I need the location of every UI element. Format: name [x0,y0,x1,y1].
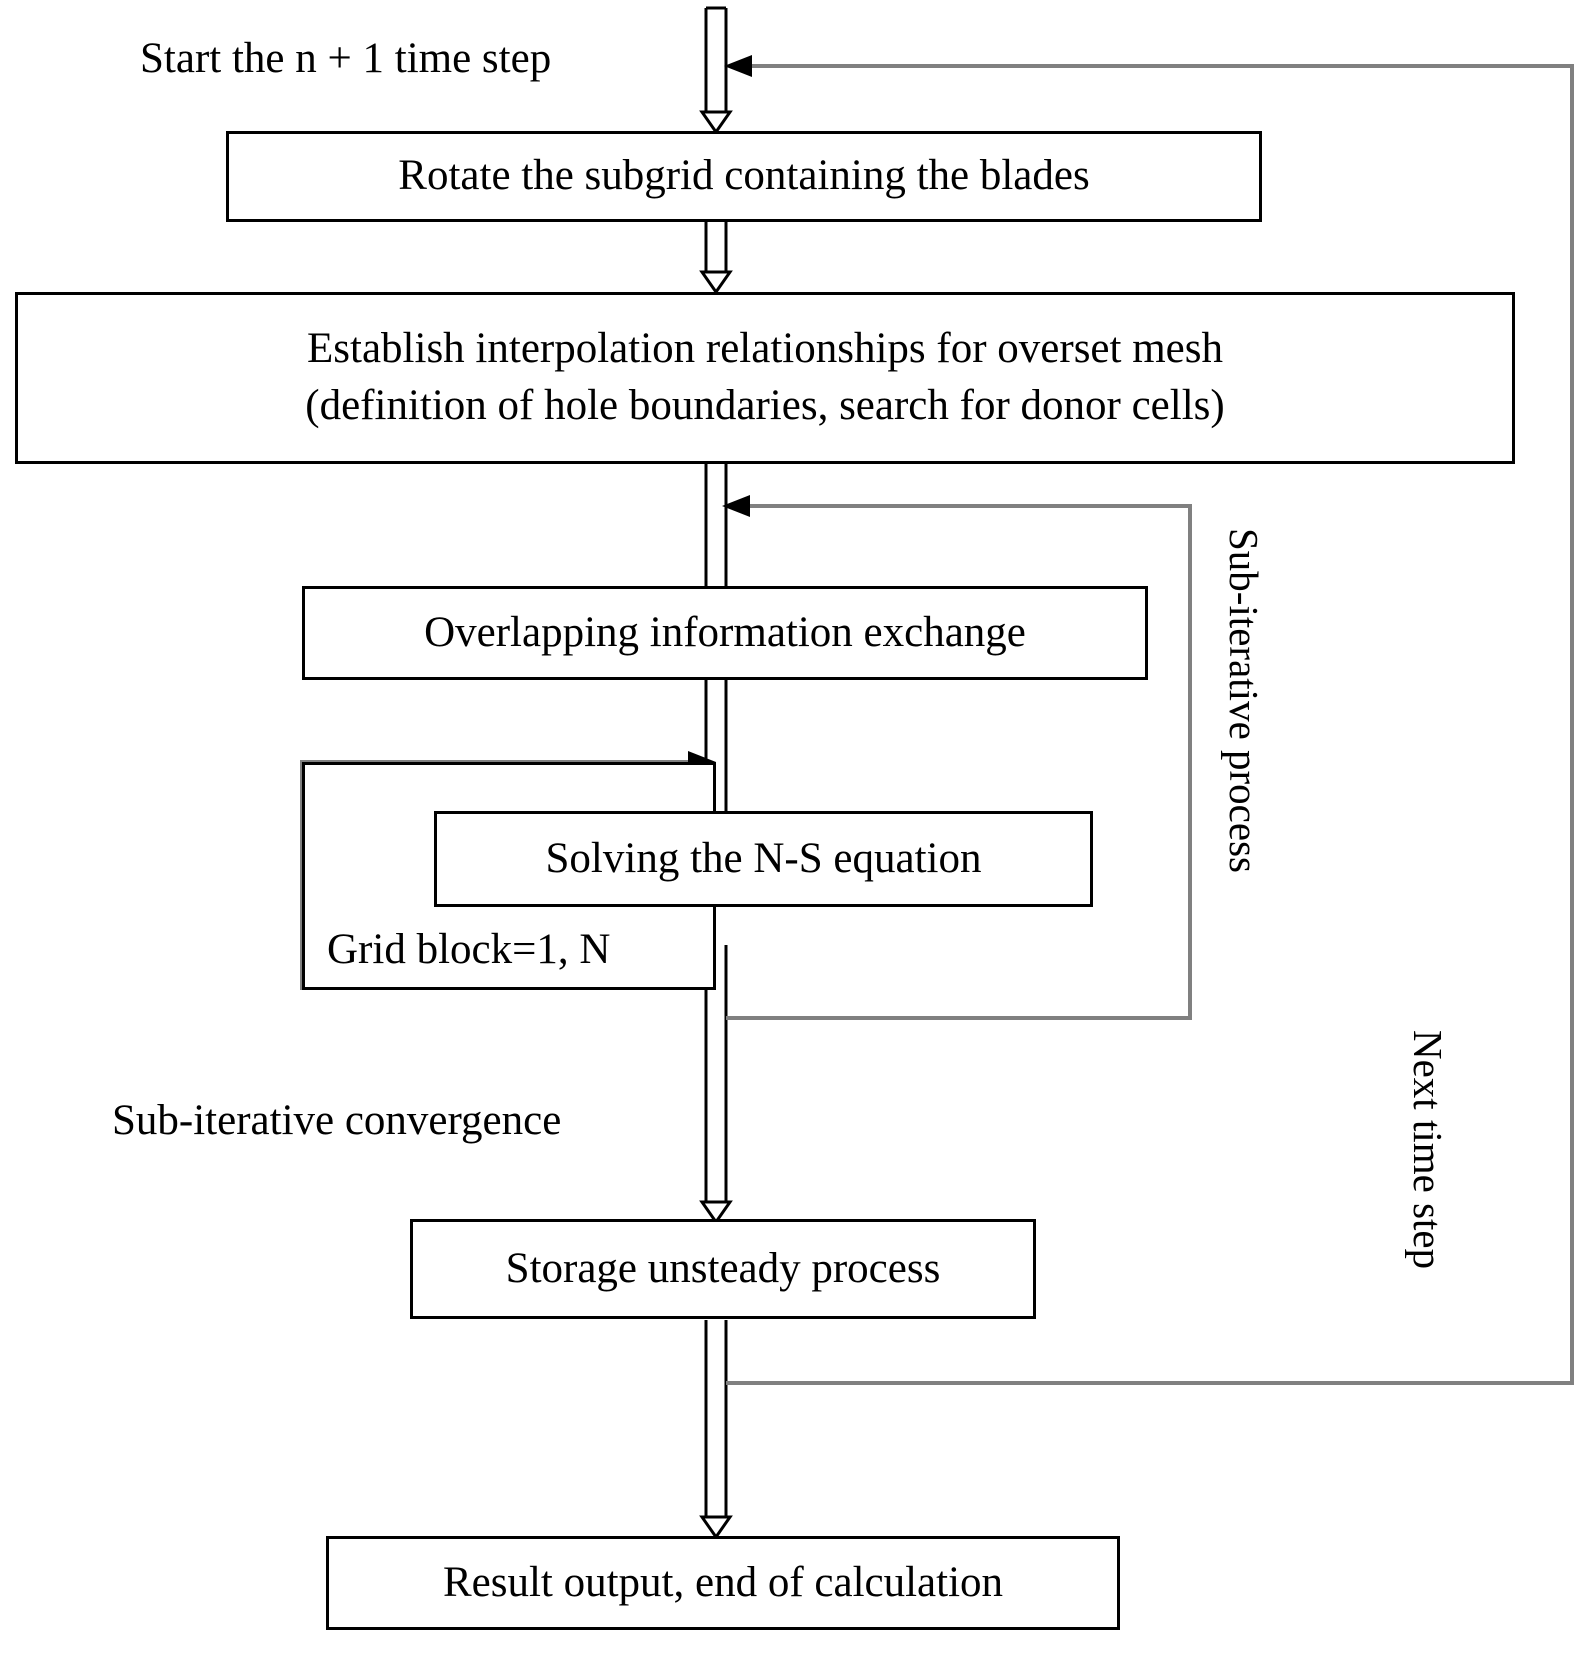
arrow-rotate-to-establish [699,222,733,295]
node-establish-line2: (definition of hole boundaries, search f… [305,382,1225,429]
arrow-storage-to-result [699,1320,733,1540]
node-establish-line1: Establish interpolation relationships fo… [307,325,1223,373]
label-next-time-step: Next time step [1405,1030,1451,1270]
node-overlapping-information-exchange[interactable]: Overlapping information exchange [302,586,1148,680]
node-establish-interpolation[interactable]: Establish interpolation relationships fo… [15,292,1515,464]
label-sub-iterative-process: Sub-iterative process [1221,528,1267,873]
label-sub-iterative-convergence: Sub-iterative convergence [112,1097,562,1144]
start-label: Start the n + 1 time step [140,35,552,82]
node-result-output[interactable]: Result output, end of calculation [326,1536,1120,1630]
node-rotate-subgrid[interactable]: Rotate the subgrid containing the blades [226,131,1262,222]
feedback-sub-iterative-process [722,495,1192,1020]
arrow-start-to-rotate [699,6,733,135]
node-solving-ns-equation[interactable]: Solving the N-S equation [434,811,1093,907]
node-storage-unsteady-process[interactable]: Storage unsteady process [410,1219,1036,1319]
